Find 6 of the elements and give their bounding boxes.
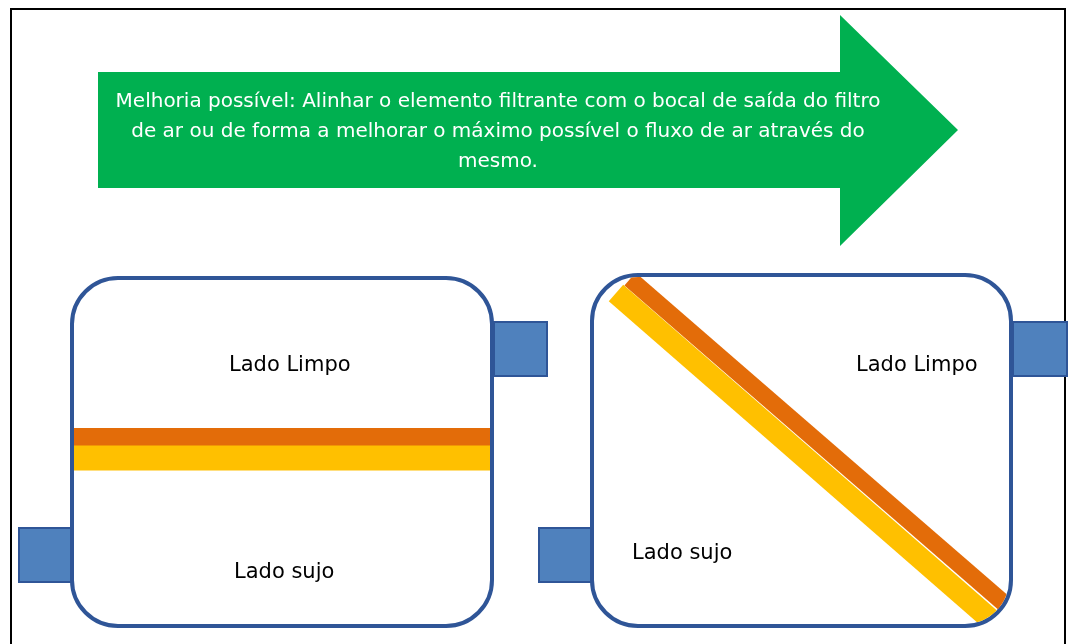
side-label: Lado Limpo [856, 352, 978, 376]
side-label: Lado sujo [632, 540, 733, 564]
side-label: Lado Limpo [229, 352, 351, 376]
side-label: Lado sujo [234, 559, 335, 583]
improvement-note: Melhoria possível: Alinhar o elemento filtrante com o bocal de saída do filtro de ar ou de forma a melhorar o máximo possível o fluxo de ar através do mesmo. [114, 87, 882, 174]
filter-housing [70, 276, 494, 628]
